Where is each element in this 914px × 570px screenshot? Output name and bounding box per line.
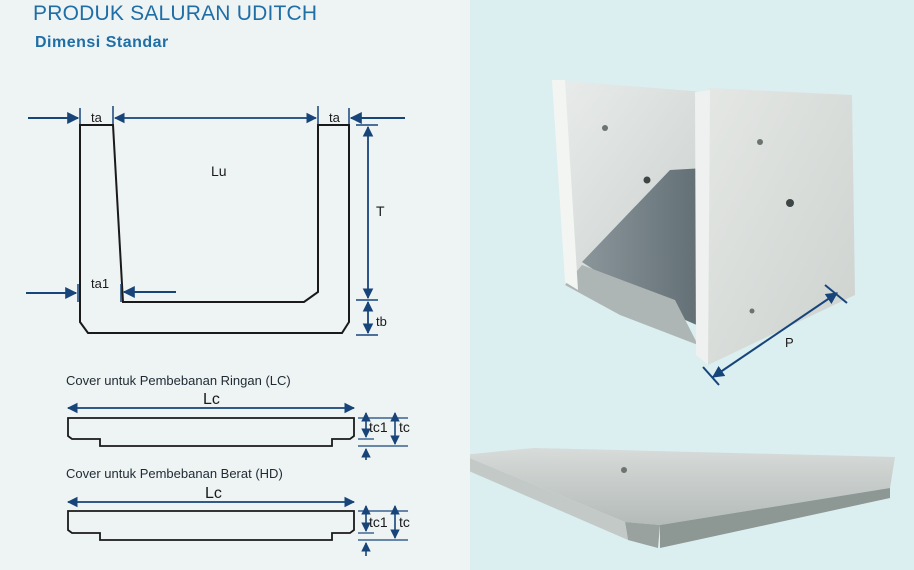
uditch-right-wall [708,88,855,365]
uditch-inner-floor [565,265,698,345]
uditch-hole [749,308,755,314]
lc-light-length-label: Lc [203,391,220,408]
tc1-heavy-label: tc1 [369,514,388,530]
cover-slab-left-edge [470,458,628,540]
ta1-label: ta1 [91,276,109,291]
t-label: T [376,203,385,219]
uditch-left-outer-edge [552,80,578,290]
ta-right-label: ta [329,110,341,125]
page-title: PRODUK SALURAN UDITCH [33,2,318,25]
p-label: P [785,335,794,350]
cover-slab-top [470,448,895,525]
p-length-arrow [712,292,838,378]
cover-slab-front [625,522,660,548]
ta-left-label: ta [91,110,103,125]
cover-slab-side [660,488,890,548]
uditch-hole [643,176,651,184]
uditch-outline [79,124,350,334]
lc-heavy-length-label: Lc [205,485,222,502]
uditch-hole [602,125,608,131]
cover-slab-hole [621,467,627,473]
cover-hd-outline [67,510,355,541]
uditch-hole [786,199,794,207]
uditch-inner-channel [582,168,708,330]
tc-light-label: tc [399,419,410,435]
cover-light-caption: Cover untuk Pembebanan Ringan (LC) [66,373,291,388]
tb-label: tb [376,314,387,329]
cover-lc-outline [67,417,355,447]
uditch-front-edge [695,90,710,365]
tc-heavy-label: tc [399,514,410,530]
uditch-section-diagram: ta Lu ta T tb ta1 Lc tc1 tc Lc tc1 tc [26,106,410,556]
lu-label: Lu [211,163,227,179]
page-subtitle: Dimensi Standar [35,34,169,51]
tc1-light-label: tc1 [369,419,388,435]
uditch-product-photo: P [470,80,895,548]
uditch-hole [757,139,763,145]
cover-heavy-caption: Cover untuk Pembebanan Berat (HD) [66,466,283,481]
